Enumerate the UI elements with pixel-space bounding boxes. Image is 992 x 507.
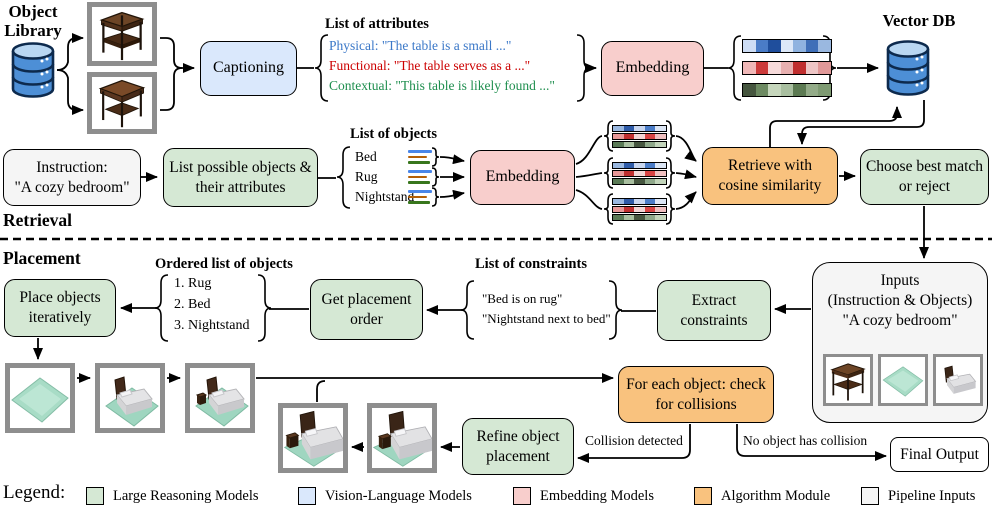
refined-scene-image — [278, 403, 348, 473]
object-item-nightstand: Nightstand — [355, 189, 415, 204]
instruction-box: Instruction: "A cozy bedroom" — [3, 149, 141, 206]
bed-attribute-lines — [408, 150, 432, 164]
ordered-item-2: 2. Bed — [174, 297, 211, 312]
input-rug-image — [878, 354, 928, 406]
constraint-item-2: "Nightstand next to bed" — [482, 311, 611, 326]
scene-rug-bed-image — [95, 363, 165, 433]
list-possible-objects-box: List possible objects & their attributes — [163, 148, 318, 207]
legend-swatch-large-reasoning — [86, 487, 104, 505]
refining-scene-image — [367, 403, 437, 473]
vector-group1-blue — [612, 125, 667, 132]
check-collisions-box: For each object: check for collisions — [618, 366, 774, 423]
inputs-title: Inputs — [880, 272, 920, 289]
ordered-item-1: 1. Rug — [174, 276, 212, 291]
scene-rug-bed-nightstand-image — [185, 363, 255, 433]
scene-rug-image — [5, 363, 75, 433]
library-table-image-2 — [87, 72, 157, 134]
vector-group1-red — [612, 133, 667, 140]
vector-group3-green — [612, 214, 667, 221]
embedding-vector-contextual — [742, 83, 832, 97]
input-table-image — [823, 354, 873, 406]
legend-swatch-pipeline-inputs — [861, 487, 879, 505]
constraint-item-1: "Bed is on rug" — [482, 291, 563, 306]
embedding-box-mid: Embedding — [470, 150, 575, 205]
ordered-list-title: Ordered list of objects — [155, 256, 293, 272]
embedding-vector-physical — [742, 39, 832, 53]
vector-group3-red — [612, 206, 667, 213]
embedding-box-top: Embedding — [601, 41, 704, 96]
inputs-subtitle: (Instruction & Objects) — [827, 291, 973, 309]
legend-item-pipeline-inputs: Pipeline Inputs — [888, 488, 976, 504]
refine-placement-box: Refine object placement — [462, 418, 574, 475]
object-item-bed: Bed — [355, 149, 377, 164]
legend-label: Legend: — [3, 482, 66, 503]
rug-attribute-lines — [408, 170, 432, 184]
ordered-item-3: 3. Nightstand — [174, 318, 250, 333]
no-collision-label: No object has collision — [743, 433, 868, 448]
captioning-box: Captioning — [200, 41, 297, 96]
library-table-image-1 — [87, 2, 157, 66]
vector-group2-red — [612, 170, 667, 177]
choose-best-match-box: Choose best match or reject — [860, 149, 989, 205]
retrieve-box: Retrieve with cosine similarity — [702, 147, 838, 205]
vector-group3-blue — [612, 198, 667, 205]
vector-group1-green — [612, 141, 667, 148]
objects-list-title: List of objects — [350, 126, 437, 142]
object-library-db-icon — [9, 41, 57, 104]
instruction-text: "A cozy bedroom" — [14, 178, 130, 196]
vector-group2-green — [612, 178, 667, 185]
object-item-rug: Rug — [355, 169, 378, 184]
place-objects-box: Place objects iteratively — [4, 279, 116, 337]
get-placement-order-box: Get placement order — [310, 279, 423, 340]
instruction-title: Instruction: — [36, 158, 108, 176]
vector-db-label: Vector DB — [882, 11, 956, 30]
nightstand-attribute-lines — [408, 190, 432, 204]
vector-group2-blue — [612, 162, 667, 169]
legend-item-large-reasoning: Large Reasoning Models — [113, 488, 259, 504]
collision-detected-label: Collision detected — [585, 433, 683, 448]
legend-item-embedding: Embedding Models — [540, 488, 654, 504]
constraints-title: List of constraints — [475, 256, 587, 272]
legend-swatch-embedding — [513, 487, 531, 505]
retrieval-section-label: Retrieval — [3, 210, 72, 230]
placement-section-label: Placement — [3, 248, 81, 268]
final-output-box: Final Output — [890, 437, 989, 472]
legend-item-vision-language: Vision-Language Models — [325, 488, 472, 504]
legend-item-algorithm: Algorithm Module — [721, 488, 831, 504]
object-library-label: Object Library — [4, 2, 62, 41]
attributes-title: List of attributes — [325, 16, 429, 32]
embedding-vector-functional — [742, 61, 832, 75]
extract-constraints-box: Extract constraints — [657, 280, 771, 341]
legend-swatch-algorithm — [694, 487, 712, 505]
legend-swatch-vision-language — [298, 487, 316, 505]
attribute-physical: Physical: "The table is a small ..." — [329, 38, 512, 53]
vector-db-icon — [884, 39, 932, 102]
attribute-contextual: Contextual: "This table is likely found … — [329, 78, 555, 93]
input-bed-image — [933, 354, 983, 406]
inputs-text: "A cozy bedroom" — [842, 311, 958, 329]
attribute-functional: Functional: "The table serves as a ..." — [329, 58, 531, 73]
